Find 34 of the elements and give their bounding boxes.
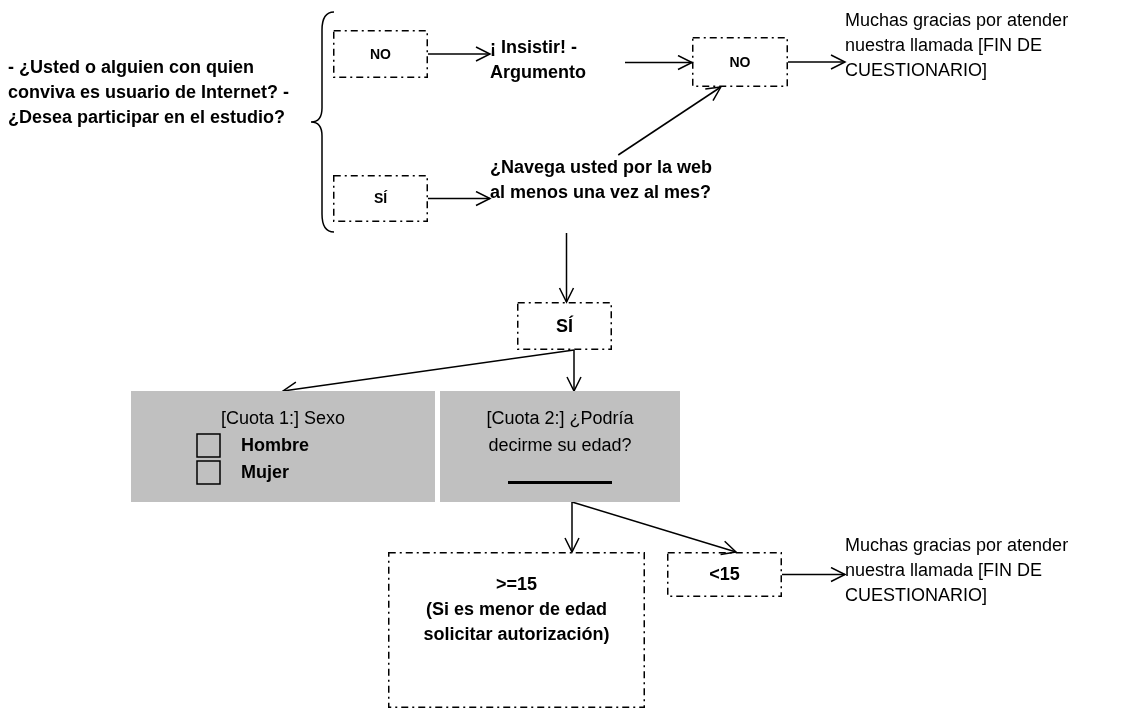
question-text: ¿Navega usted por la web al menos una vez al mes? xyxy=(490,155,715,233)
arrow xyxy=(427,46,491,62)
question-text: - ¿Usted o alguien con quien conviva es usuario de Internet? - ¿Desea participar en el estudio? xyxy=(8,55,298,190)
answer-box xyxy=(388,552,645,708)
closing-text: Muchas gracias por atender nuestra llamada [FIN DE CUESTIONARIO] xyxy=(845,533,1130,608)
arrow xyxy=(427,190,491,207)
arrow xyxy=(624,54,693,71)
box-text: NO xyxy=(729,52,751,72)
box-text: SÍ xyxy=(373,189,388,208)
answer-box xyxy=(333,175,428,222)
answer-box xyxy=(692,37,788,87)
box-text: >=15 xyxy=(495,573,537,596)
option-text: Hombre xyxy=(241,434,309,457)
arrow xyxy=(564,501,580,553)
arrow xyxy=(617,86,722,156)
arrow xyxy=(787,54,846,70)
option-text: Mujer xyxy=(241,461,289,484)
quota-panel xyxy=(131,391,435,502)
box-text: SÍ xyxy=(556,314,573,338)
panel-heading: [Cuota 1:] Sexo xyxy=(220,407,346,430)
answer-box xyxy=(517,302,612,350)
answer-box xyxy=(333,30,428,78)
instruction-text: ¡ Insistir! - Argumento xyxy=(490,35,625,85)
box-text: (Si es menor de edad solicitar autorización) xyxy=(422,598,611,646)
answer-box xyxy=(667,552,782,597)
closing-text: Muchas gracias por atender nuestra llamada [FIN DE CUESTIONARIO] xyxy=(845,8,1130,83)
quota-panel xyxy=(440,391,680,502)
arrow xyxy=(558,232,575,303)
arrow xyxy=(781,566,846,583)
box-text: NO xyxy=(370,44,391,64)
arrow xyxy=(571,501,737,556)
box-text: <15 xyxy=(709,563,740,586)
arrow xyxy=(566,349,582,392)
panel-heading: [Cuota 2:] ¿Podría decirme su edad? xyxy=(485,407,635,457)
